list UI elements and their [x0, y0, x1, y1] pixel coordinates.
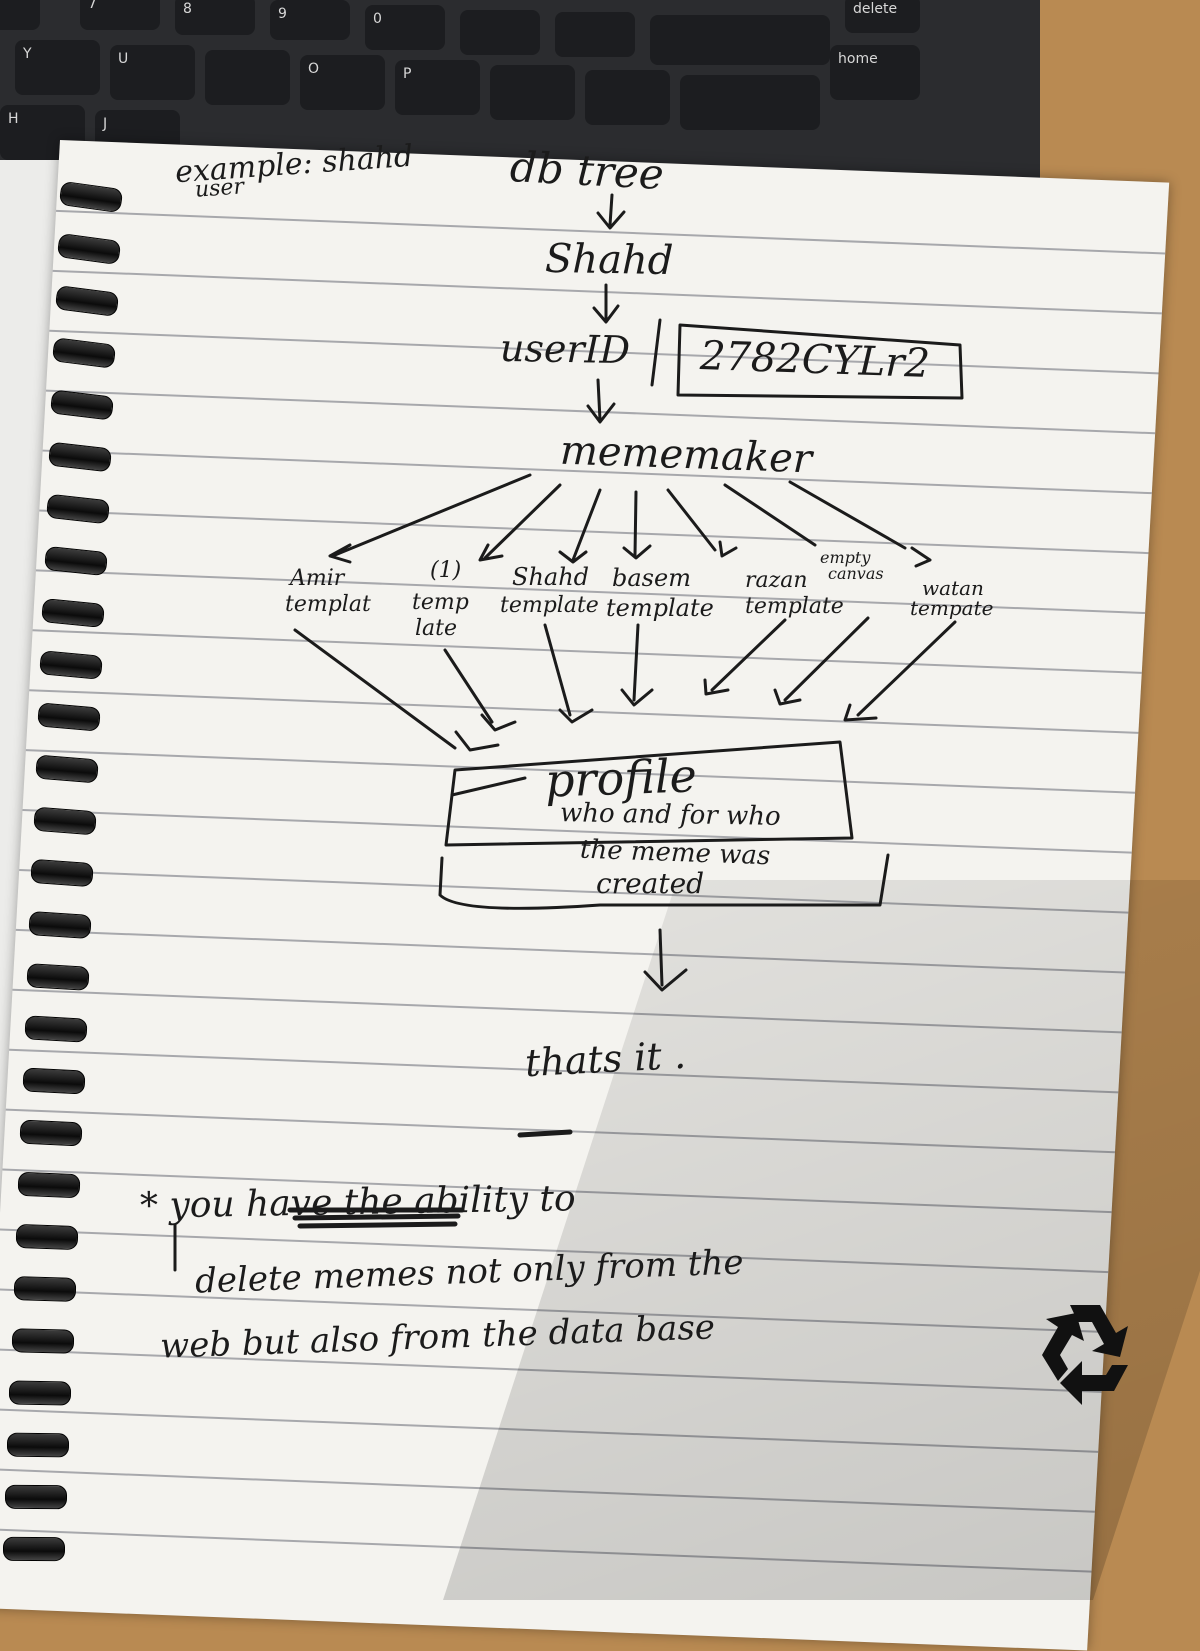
end-label: thats it .: [523, 1032, 687, 1086]
key-home: home: [830, 45, 920, 100]
key-i: [205, 50, 290, 105]
key-p: P: [395, 60, 480, 115]
key-bracket-close: [585, 70, 670, 125]
profile-desc-2: the meme was: [579, 834, 771, 872]
example-sub: user: [194, 174, 245, 203]
key-equals: [555, 12, 635, 57]
key-y: Y: [15, 40, 100, 95]
key-8: 8: [175, 0, 255, 35]
app-node: mememaker: [559, 427, 813, 483]
template-razan-line1: razan: [745, 568, 808, 593]
key-0: 0: [365, 5, 445, 50]
template-amir-line1: Amir: [290, 566, 345, 591]
template-shahd-line2: template: [500, 593, 599, 618]
user-id-label: userID: [499, 325, 631, 373]
profile-desc-3: created: [596, 867, 705, 900]
template-watan-line2: tempate: [910, 596, 994, 620]
profile-desc-1: who and for who: [559, 798, 781, 832]
key-6: 6: [0, 0, 40, 30]
key-delete: delete: [845, 0, 920, 33]
key-bracket-open: [490, 65, 575, 120]
template-basem-line1: basem: [612, 564, 691, 592]
key-minus: [460, 10, 540, 55]
profile-title: profile: [544, 748, 698, 808]
root-node: db tree: [508, 142, 665, 199]
template-empty-line1: empty: [820, 548, 871, 567]
template-watan-line1: watan: [922, 576, 984, 600]
key-h: H: [0, 105, 85, 160]
footnote-line-1: * you have the ability to: [139, 1178, 576, 1227]
user-id-value: 2782CYLr2: [699, 333, 931, 387]
user-node: Shahd: [544, 235, 674, 285]
template-amir-line2: templat: [285, 592, 371, 617]
template-shahd-line1: Shahd: [512, 563, 590, 591]
template-razan-line2: template: [745, 594, 844, 619]
template-1-line3: late: [415, 616, 458, 641]
key-o: O: [300, 55, 385, 110]
template-basem-line2: template: [606, 594, 714, 622]
key-u: U: [110, 45, 195, 100]
key-backslash: [680, 75, 820, 130]
template-empty-line2: canvas: [828, 564, 884, 583]
template-1-line1: (1): [430, 558, 462, 583]
key-backspace: [650, 15, 830, 65]
template-1-line2: temp: [412, 590, 469, 615]
key-9: 9: [270, 0, 350, 40]
handwritten-diagram: [173, 193, 964, 1272]
key-7: 7: [80, 0, 160, 30]
recycle-icon: [1042, 1305, 1128, 1405]
